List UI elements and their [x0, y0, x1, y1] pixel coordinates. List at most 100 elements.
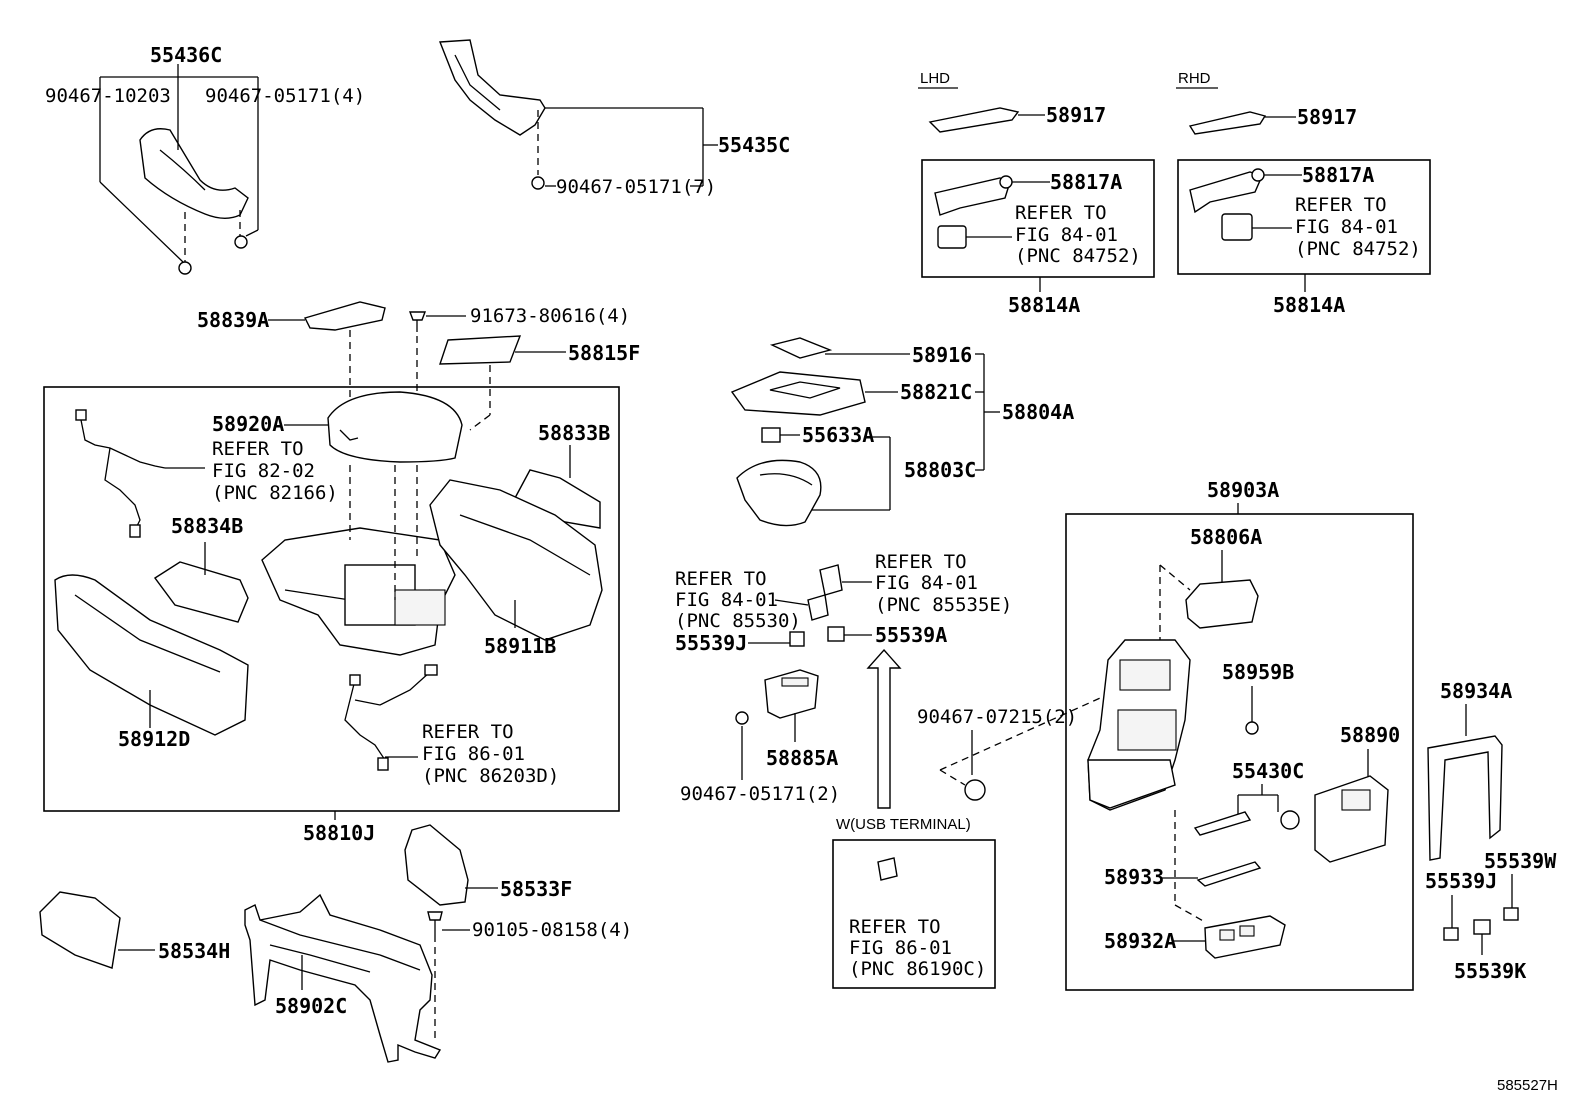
switch-55539a-drawing: [827, 626, 845, 642]
frame-group: 58533F 90105-08158(4) 58534H 58902C: [39, 824, 632, 1063]
label-58815f: 58815F: [568, 341, 640, 365]
screw-icon: [408, 311, 427, 321]
wire-harness-drawing: [79, 414, 166, 469]
trim-strip-drawing: [928, 107, 1020, 133]
clip-55633a-drawing: [761, 427, 781, 443]
label-58912d: 58912D: [118, 727, 190, 751]
label-58834b: 58834B: [171, 514, 243, 538]
socket-group: REFER TO FIG 84-01 (PNC 85535E) REFER TO…: [675, 551, 1119, 989]
label-58916: 58916: [912, 343, 972, 367]
label-58833b: 58833B: [538, 421, 610, 445]
label-58817a-rhd: 58817A: [1302, 163, 1374, 187]
bracket-drawing: [934, 177, 1011, 216]
bezel-58934a-group: 58934A 55539W 55539J 55539K: [1425, 679, 1557, 983]
cup-holder-58803c-drawing: [736, 459, 822, 527]
text-refer-82: REFER TO: [212, 438, 304, 460]
text-pnc-lhd: (PNC 84752): [1015, 245, 1141, 267]
text-fig-rhd: FIG 84-01: [1295, 216, 1398, 238]
label-58817a-lhd: 58817A: [1050, 170, 1122, 194]
label-90467-05171-4: 90467-05171(4): [205, 85, 365, 107]
wire-harness-drawing-4: [354, 671, 431, 706]
panel-58834b-drawing: [153, 561, 249, 623]
label-usb-terminal: W(USB TERMINAL): [836, 816, 971, 833]
text-fig-lhd: FIG 84-01: [1015, 224, 1118, 246]
label-58806a: 58806A: [1190, 525, 1262, 549]
switch-55539j-b-drawing: [1443, 927, 1459, 941]
bolt-icon: [427, 911, 443, 921]
label-58804a: 58804A: [1002, 400, 1074, 424]
text-pnc-82166: (PNC 82166): [212, 482, 338, 504]
trim-strip-drawing: [1188, 111, 1267, 135]
text-fig-85535: FIG 84-01: [875, 572, 978, 594]
shift-cover-drawing: [139, 128, 249, 219]
switch-panel-58932a-drawing: [1204, 915, 1286, 959]
console-box-58810j: [43, 386, 620, 812]
armrest-lid-drawing: [327, 391, 463, 463]
label-58839a: 58839A: [197, 308, 269, 332]
panel-58534h-drawing: [39, 891, 121, 969]
label-55435c: 55435C: [718, 133, 790, 157]
mat-58916-drawing: [769, 337, 833, 359]
lhd-section: LHD 58917 58817A REFER TO FIG 84-01 (PNC…: [918, 70, 1155, 317]
rhd-box: [1177, 159, 1431, 275]
label-58959b: 58959B: [1222, 660, 1294, 684]
text-pnc-85535e: (PNC 85535E): [875, 594, 1012, 616]
text-refer-85530: REFER TO: [675, 568, 767, 590]
label-90467-05171-2: 90467-05171(2): [680, 783, 840, 805]
label-55539a: 55539A: [875, 623, 947, 647]
label-58534h: 58534H: [158, 939, 230, 963]
label-55436c: 55436C: [150, 43, 222, 67]
socket-drawing: [819, 564, 843, 596]
label-55430c: 55430C: [1232, 759, 1304, 783]
lhd-box: [921, 159, 1155, 278]
bezel-58934a-drawing: [1427, 735, 1503, 861]
rhd-section: RHD 58917 58817A REFER TO FIG 84-01 (PNC…: [1176, 70, 1431, 317]
text-refer-rhd: REFER TO: [1295, 194, 1387, 216]
cup-holder-group: 58916 58821C 58804A 55633A 58803C: [730, 337, 1074, 527]
text-refer-86a: REFER TO: [422, 721, 514, 743]
label-58885a: 58885A: [766, 746, 838, 770]
label-58917-rhd: 58917: [1297, 105, 1357, 129]
bezel-box-content: 58806A 58959B 58890 55430C 58933 58932A: [1087, 525, 1400, 959]
diagram-id: 585527H: [1497, 1077, 1558, 1094]
label-58810j: 58810J: [303, 821, 375, 845]
switch-55539w-drawing: [1503, 907, 1519, 921]
label-58890: 58890: [1340, 723, 1400, 747]
text-fig-86a: FIG 86-01: [422, 743, 525, 765]
clip-icon: [1245, 721, 1259, 735]
socket-drawing-2: [807, 594, 829, 621]
label-90467-05171-7: 90467-05171(7): [556, 176, 716, 198]
label-58917-lhd: 58917: [1046, 103, 1106, 127]
bezel-lower-drawing: [1087, 759, 1176, 809]
wire-harness-drawing-3: [344, 679, 386, 761]
usb-panel-58885a-drawing: [764, 669, 819, 719]
usb-terminal-drawing: [877, 857, 898, 881]
text-pnc-85530: (PNC 85530): [675, 610, 801, 632]
display-58806a-drawing: [1185, 579, 1259, 629]
armrest-top-group: 58839A 91673-80616(4) 58815F: [197, 301, 640, 415]
text-refer-85535: REFER TO: [875, 551, 967, 573]
clip-icon: [531, 176, 545, 190]
label-58803c: 58803C: [904, 458, 976, 482]
panel-58890-drawing: [1314, 775, 1389, 863]
side-panel-drawing: [438, 39, 546, 136]
switch-drawing: [1221, 213, 1253, 241]
bezel-box-58903a: [1065, 513, 1414, 991]
text-pnc-rhd: (PNC 84752): [1295, 238, 1421, 260]
clip-icon: [735, 711, 749, 725]
wire-harness-drawing-2: [104, 447, 141, 531]
switch-55539k-drawing: [1473, 919, 1491, 935]
trim-58933-drawing: [1196, 861, 1262, 887]
label-90467-07215-2: 90467-07215(2): [917, 706, 1077, 728]
frame-58902c-drawing: [244, 893, 442, 1063]
label-91673-80616-4: 91673-80616(4): [470, 305, 630, 327]
label-58903a: 58903A: [1207, 478, 1279, 502]
label-58920a: 58920A: [212, 412, 284, 436]
label-55539w: 55539W: [1484, 849, 1557, 873]
label-90467-10203: 90467-10203: [45, 85, 171, 107]
label-rhd: RHD: [1178, 70, 1211, 87]
text-pnc-86203d: (PNC 86203D): [422, 765, 559, 787]
part-55436c-group: 55436C 90467-10203 90467-05171(4): [45, 43, 365, 275]
text-fig-82: FIG 82-02: [212, 460, 315, 482]
usb-terminal-box: [832, 839, 996, 989]
